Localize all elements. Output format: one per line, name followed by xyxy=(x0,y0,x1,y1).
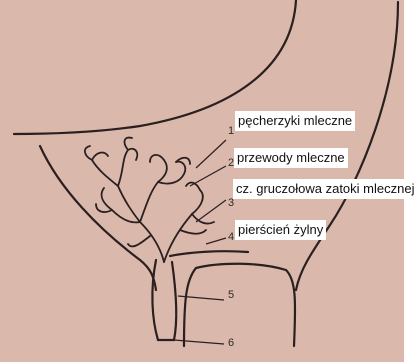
label-ducts: przewody mleczne xyxy=(234,148,348,168)
label-venous-ring: pierścień żylny xyxy=(235,220,326,240)
number-5: 5 xyxy=(228,289,234,301)
label-alveoli: pęcherzyki mleczne xyxy=(235,111,355,131)
number-6: 6 xyxy=(228,337,234,349)
label-cistern: cz. gruczołowa zatoki mlecznej xyxy=(233,179,417,199)
number-1: 1 xyxy=(228,125,234,137)
number-4: 4 xyxy=(228,231,234,243)
